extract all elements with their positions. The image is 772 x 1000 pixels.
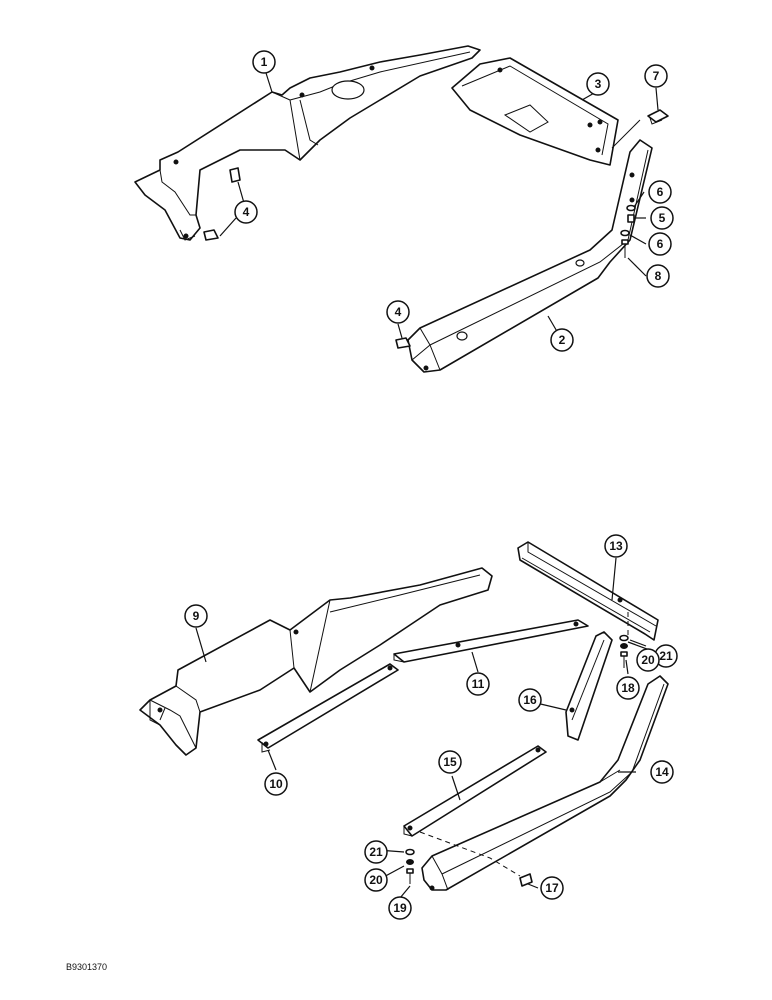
hardware-washer-nut-bolt-right — [619, 634, 629, 668]
part-17-screw — [519, 873, 533, 887]
callout-3: 3 — [586, 72, 610, 96]
callout-2: 2 — [550, 328, 574, 352]
svg-text:6: 6 — [657, 237, 664, 251]
part-3-upper-plate — [451, 57, 641, 166]
svg-text:15: 15 — [443, 755, 457, 769]
callout-20-right: 20 — [636, 648, 660, 672]
svg-text:18: 18 — [621, 681, 635, 695]
callout-4-right: 4 — [386, 300, 410, 324]
svg-text:21: 21 — [369, 845, 383, 859]
callout-19: 19 — [388, 896, 412, 920]
svg-text:6: 6 — [657, 185, 664, 199]
callout-20-left: 20 — [364, 868, 388, 892]
part-10-strut — [257, 663, 399, 753]
part-16-bracket — [565, 631, 613, 741]
callout-1: 1 — [252, 50, 276, 74]
svg-text:5: 5 — [659, 211, 666, 225]
part-11-bar — [393, 619, 589, 663]
hardware-washer-nut-bolt-top — [620, 204, 636, 258]
leader-lines — [195, 72, 667, 899]
callout-6-upper: 6 — [648, 180, 672, 204]
callout-6-lower: 6 — [648, 232, 672, 256]
part-9-left-frame — [139, 567, 493, 756]
callout-7: 7 — [644, 64, 668, 88]
alignment-line-15 — [419, 831, 521, 877]
callout-16: 16 — [518, 688, 542, 712]
callout-17: 17 — [540, 876, 564, 900]
svg-text:20: 20 — [641, 653, 655, 667]
callout-8: 8 — [646, 264, 670, 288]
callout-11: 11 — [466, 672, 490, 696]
svg-text:16: 16 — [523, 693, 537, 707]
part-13-angle — [517, 541, 659, 641]
callout-15: 15 — [438, 750, 462, 774]
hardware-washer-nut-bolt-left — [405, 848, 415, 884]
svg-text:13: 13 — [609, 539, 623, 553]
svg-text:4: 4 — [243, 205, 250, 219]
svg-text:4: 4 — [395, 305, 402, 319]
callout-18: 18 — [616, 676, 640, 700]
callout-4-upper: 4 — [234, 200, 258, 224]
svg-text:20: 20 — [369, 873, 383, 887]
svg-text:8: 8 — [655, 269, 662, 283]
svg-text:9: 9 — [193, 609, 200, 623]
part-14-right-frame — [421, 675, 669, 891]
callout-14: 14 — [650, 760, 674, 784]
svg-text:10: 10 — [269, 777, 283, 791]
svg-text:3: 3 — [595, 77, 602, 91]
svg-text:17: 17 — [545, 881, 559, 895]
callout-9: 9 — [184, 604, 208, 628]
callout-21-left: 21 — [364, 840, 388, 864]
callout-13: 13 — [604, 534, 628, 558]
svg-text:19: 19 — [393, 901, 407, 915]
svg-text:7: 7 — [653, 69, 660, 83]
svg-text:2: 2 — [559, 333, 566, 347]
callout-10: 10 — [264, 772, 288, 796]
svg-text:11: 11 — [472, 677, 485, 691]
figure-code: B9301370 — [66, 962, 107, 972]
part-4-spacer-right — [395, 337, 411, 349]
part-15-bar — [403, 745, 547, 837]
svg-text:1: 1 — [261, 55, 268, 69]
svg-text:21: 21 — [659, 649, 673, 663]
part-7-clip — [647, 109, 669, 125]
part-2-right-lower-frame — [407, 139, 653, 373]
callout-5: 5 — [650, 206, 674, 230]
svg-text:14: 14 — [655, 765, 669, 779]
part-4-spacer-lower — [203, 229, 219, 241]
part-4-spacer-upper — [229, 167, 241, 183]
part-1-left-upper-frame — [134, 45, 481, 241]
